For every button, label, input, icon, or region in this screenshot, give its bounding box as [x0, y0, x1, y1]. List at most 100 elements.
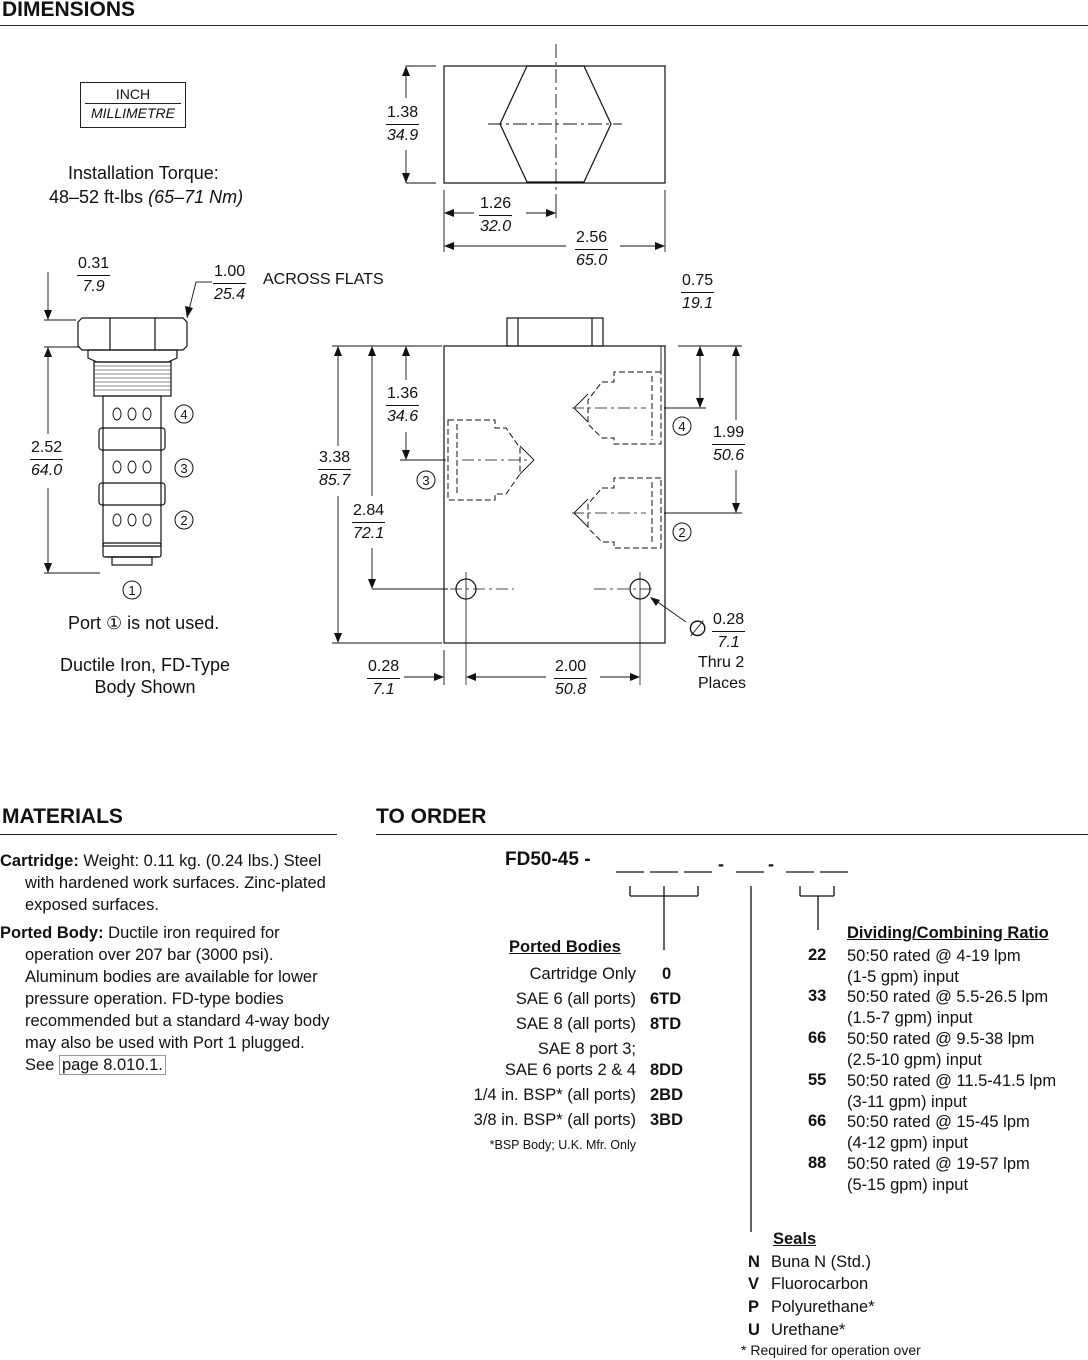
port-1-symbol: ①	[106, 613, 123, 633]
torque-value: 48–52 ft-lbs (65–71 Nm)	[49, 187, 243, 208]
cartridge-body	[102, 395, 162, 547]
ratio-text-3: 50:50 rated @ 11.5-41.5 lpm(3-11 gpm) in…	[847, 1072, 1057, 1111]
seal-label-u: Urethane*	[771, 1321, 846, 1339]
torque-metric: (65–71 Nm)	[148, 187, 244, 207]
thru-note-line1: Thru 2	[698, 654, 745, 671]
body-note: Ductile Iron, FD-Type Body Shown	[20, 654, 270, 698]
seals-note: * Required for operation over	[741, 1342, 921, 1358]
thru-note: Thru 2 Places	[698, 652, 746, 694]
body-port-3-label: 3	[422, 473, 429, 488]
seal-code-v: V	[748, 1275, 760, 1293]
ratio-text-5: 50:50 rated @ 19-57 lpm(5-15 gpm) input	[847, 1155, 1030, 1194]
page-link[interactable]: page 8.010.1.	[58, 1055, 166, 1075]
torque-label: Installation Torque:	[68, 163, 219, 183]
ported-body-code-6: 3BD	[650, 1111, 684, 1129]
ported-body-label-5: 1/4 in. BSP* (all ports)	[473, 1086, 636, 1104]
port-note: Port ① is not used.	[68, 613, 220, 633]
port-2-circle	[174, 510, 194, 530]
ported-body-code-4: 8DD	[650, 1061, 684, 1079]
body-port-2-label: 2	[678, 525, 685, 540]
seal-code-n: N	[748, 1253, 760, 1271]
materials-cartridge: Cartridge: Weight: 0.11 kg. (0.24 lbs.) …	[0, 852, 326, 914]
ported-body-label-2: SAE 8 (all ports)	[515, 1015, 636, 1033]
ratio-text-4: 50:50 rated @ 15-45 lpm(4-12 gpm) input	[847, 1113, 1030, 1152]
seal-code-u: U	[748, 1321, 760, 1339]
body-note-line1: Ductile Iron, FD-Type	[59, 655, 231, 675]
port-3-circle	[174, 458, 194, 478]
seal-label-p: Polyurethane*	[771, 1298, 875, 1316]
diameter-icon: ∅	[688, 616, 708, 641]
body-hex-boss	[506, 317, 604, 347]
svg-text:-: -	[718, 854, 724, 874]
materials-title: MATERIALS	[2, 805, 123, 828]
bsp-note: *BSP Body; U.K. Mfr. Only	[489, 1138, 636, 1152]
ported-body-label-3: SAE 8 port 3;	[537, 1040, 636, 1058]
ported-body-label-0: Cartridge Only	[529, 965, 636, 983]
ratio-header: Dividing/Combining Ratio	[847, 924, 1049, 942]
order-code-lines: --	[616, 854, 848, 1232]
ratio-text-1: 50:50 rated @ 5.5-26.5 lpm(1.5-7 gpm) in…	[847, 988, 1049, 1027]
seal-code-p: P	[748, 1298, 760, 1316]
seal-label-n: Buna N (Std.)	[771, 1253, 871, 1271]
dimension-drawing: 4 3 2 1 3 4 2	[44, 44, 742, 685]
units-inch: INCH	[85, 86, 181, 104]
cartridge-hex	[77, 317, 188, 351]
port-1-label: 1	[128, 583, 135, 598]
port-3-label: 3	[180, 461, 187, 476]
materials-body: Ported Body: Ductile iron required for o…	[0, 924, 330, 1075]
ported-bodies-header: Ported Bodies	[509, 938, 621, 956]
across-flats-label: ACROSS FLATS	[263, 271, 384, 288]
units-mm: MILLIMETRE	[90, 105, 175, 121]
ported-body-code-0: 0	[662, 965, 672, 983]
materials-content: Cartridge: Weight: 0.11 kg. (0.24 lbs.) …	[0, 850, 334, 1082]
port-1-circle	[122, 580, 142, 600]
ported-body-label-4: SAE 6 ports 2 & 4	[504, 1061, 636, 1079]
order-title: TO ORDER	[376, 805, 487, 828]
ratio-code-3: 55	[808, 1071, 827, 1089]
seals-header: Seals	[773, 1230, 817, 1248]
torque-imperial: 48–52 ft-lbs	[49, 187, 144, 207]
ratio-code-0: 22	[808, 946, 827, 964]
ported-body-code-1: 6TD	[650, 990, 682, 1008]
ratio-code-1: 33	[808, 987, 827, 1005]
dimensions-title: DIMENSIONS	[2, 0, 136, 21]
dimensions-rule	[0, 25, 1088, 26]
port-4-label: 4	[180, 407, 187, 422]
cartridge-thread	[93, 361, 172, 397]
ratio-text-0: 50:50 rated @ 4-19 lpm(1-5 gpm) input	[847, 947, 1021, 986]
top-view-body	[443, 65, 666, 184]
units-legend: INCH MILLIMETRE	[80, 82, 186, 128]
ported-body-code-2: 8TD	[650, 1015, 682, 1033]
body-port-4-label: 4	[678, 419, 685, 434]
ratio-code-5: 88	[808, 1154, 827, 1172]
body-port-2-circle	[672, 522, 692, 542]
ported-body-code-5: 2BD	[650, 1086, 684, 1104]
port-2-label: 2	[180, 513, 187, 528]
body-port-4-circle	[672, 416, 692, 436]
body-note-line2: Body Shown	[94, 677, 196, 697]
body-port-3-circle	[416, 470, 436, 490]
materials-rule	[0, 834, 337, 835]
seal-label-v: Fluorocarbon	[771, 1275, 869, 1293]
body-front	[443, 345, 666, 644]
port-4-circle	[174, 404, 194, 424]
svg-text:-: -	[768, 854, 774, 874]
model-code: FD50-45 -	[505, 849, 591, 870]
ratio-code-4: 66	[808, 1112, 827, 1130]
ratio-text-2: 50:50 rated @ 9.5-38 lpm(2.5-10 gpm) inp…	[847, 1030, 1035, 1069]
ratio-code-2: 66	[808, 1029, 827, 1047]
